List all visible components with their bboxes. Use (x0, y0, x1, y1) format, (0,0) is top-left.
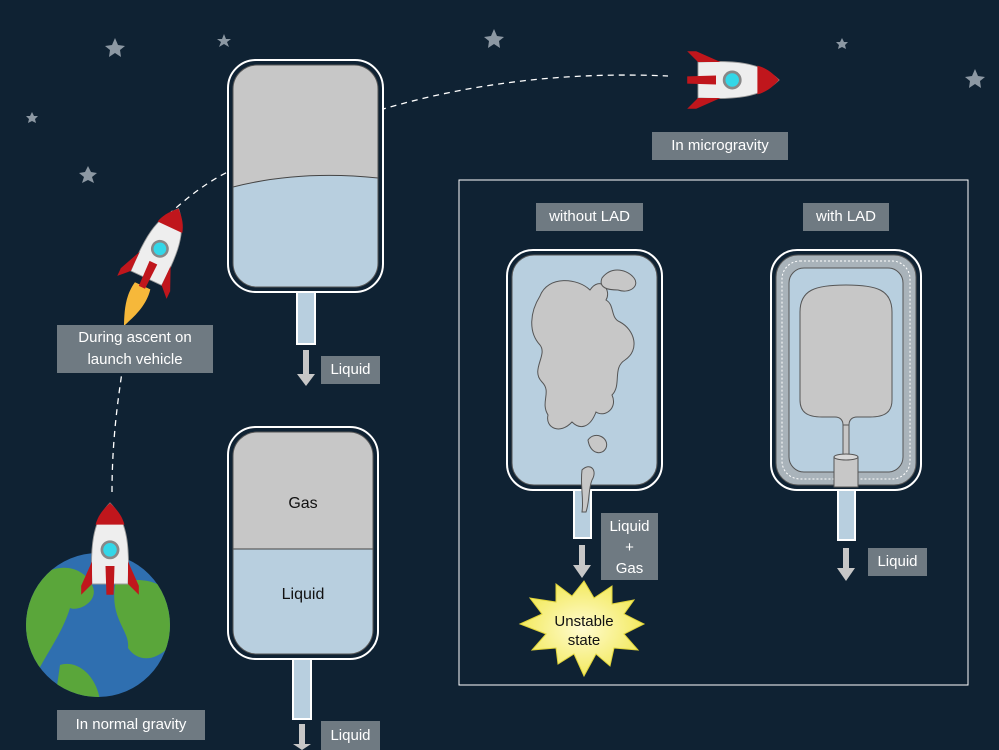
gas-layer-label: Gas (288, 495, 318, 512)
star-icon (484, 29, 504, 48)
label-in-microgravity: In microgravity (652, 132, 788, 160)
down-arrow-icon (297, 350, 315, 386)
gravity-tank (227, 426, 379, 720)
star-icon (105, 38, 125, 57)
flow-arrow-icons (293, 350, 855, 750)
label-liquid-lad-out: Liquid (868, 548, 927, 576)
star-icon (836, 38, 848, 49)
star-icon (217, 34, 231, 47)
unstable-state-label: Unstable state (554, 613, 614, 649)
rocket-ascent-icon (115, 196, 205, 326)
label-with-lad: with LAD (803, 203, 889, 231)
tank-with-lad (770, 249, 922, 541)
down-arrow-icon (293, 724, 311, 750)
comparison-frame (458, 179, 969, 686)
star-icon (965, 69, 985, 88)
label-liquid-gas-out: Liquid + Gas (601, 513, 658, 580)
star-icons (26, 29, 985, 183)
label-during-ascent: During ascent on launch vehicle (57, 325, 213, 373)
rocket-orbit-icon (685, 49, 781, 111)
unstable-burst-shape (518, 580, 646, 678)
ascent-tank (227, 59, 384, 345)
down-arrow-icon (573, 545, 591, 578)
label-without-lad: without LAD (536, 203, 643, 231)
label-liquid-ascent-out: Liquid (321, 356, 380, 384)
liquid-layer-label: Liquid (281, 586, 325, 603)
label-liquid-gravity-out: Liquid (321, 721, 380, 750)
star-icon (26, 112, 38, 123)
down-arrow-icon (837, 548, 855, 581)
star-icon (79, 166, 97, 183)
tank-without-lad (506, 249, 663, 539)
label-in-normal-gravity: In normal gravity (57, 710, 205, 740)
trajectory-path (111, 74, 669, 493)
rocket-launch-icon (79, 501, 141, 597)
